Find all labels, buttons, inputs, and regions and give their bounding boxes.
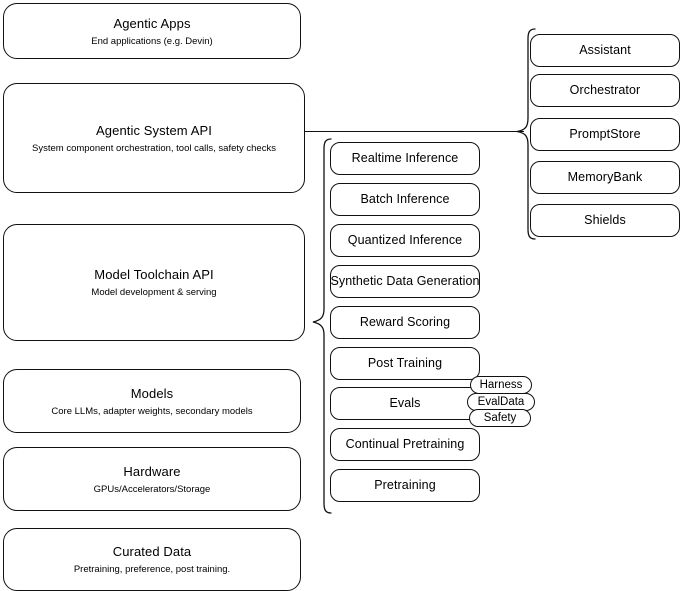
node-quantized-inference[interactable]: Quantized Inference — [330, 224, 480, 257]
node-agentic-apps[interactable]: Agentic Apps End applications (e.g. Devi… — [3, 3, 301, 59]
node-subtitle: GPUs/Accelerators/Storage — [93, 483, 211, 495]
node-subtitle: Core LLMs, adapter weights, secondary mo… — [51, 405, 253, 417]
connector-system-api-to-right-column — [305, 131, 524, 132]
node-subtitle: Pretraining, preference, post training. — [73, 564, 231, 575]
brace-model-toolchain — [312, 138, 332, 514]
node-curated-data[interactable]: Curated Data Pretraining, preference, po… — [3, 528, 301, 591]
node-title: Assistant — [579, 43, 631, 57]
node-title: Hardware — [123, 463, 181, 479]
node-title: Agentic Apps — [113, 15, 191, 31]
pill-safety[interactable]: Safety — [469, 409, 531, 427]
node-title: Continual Pretraining — [345, 437, 465, 451]
node-title: Model Toolchain API — [94, 267, 214, 282]
node-continual-pretraining[interactable]: Continual Pretraining — [330, 428, 480, 461]
node-reward-scoring[interactable]: Reward Scoring — [330, 306, 480, 339]
node-memorybank[interactable]: MemoryBank — [530, 161, 680, 194]
node-title: MemoryBank — [567, 170, 643, 184]
node-title: Models — [130, 385, 174, 401]
pill-harness[interactable]: Harness — [470, 376, 532, 394]
node-subtitle: System component orchestration, tool cal… — [32, 142, 276, 154]
brace-agentic-system-components — [516, 28, 536, 240]
node-shields[interactable]: Shields — [530, 204, 680, 237]
node-assistant[interactable]: Assistant — [530, 34, 680, 67]
node-title: Post Training — [367, 356, 443, 370]
node-title: Evals — [389, 396, 421, 410]
node-title: Shields — [584, 213, 626, 227]
node-title: Reward Scoring — [359, 315, 451, 329]
node-title: Agentic System API — [96, 122, 212, 138]
node-synthetic-data-generation[interactable]: Synthetic Data Generation — [330, 265, 480, 298]
node-title: Pretraining — [374, 478, 436, 492]
node-title: Synthetic Data Generation — [330, 274, 480, 288]
node-pretraining[interactable]: Pretraining — [330, 469, 480, 502]
node-promptstore[interactable]: PromptStore — [530, 118, 680, 151]
node-title: Realtime Inference — [351, 151, 459, 165]
node-models[interactable]: Models Core LLMs, adapter weights, secon… — [3, 369, 301, 433]
node-evals[interactable]: Evals — [330, 387, 480, 420]
node-title: Batch Inference — [360, 192, 450, 206]
node-title: Quantized Inference — [347, 233, 463, 247]
node-agentic-system-api[interactable]: Agentic System API System component orch… — [3, 83, 305, 193]
node-hardware[interactable]: Hardware GPUs/Accelerators/Storage — [3, 447, 301, 511]
node-subtitle: Model development & serving — [91, 287, 217, 298]
node-post-training[interactable]: Post Training — [330, 347, 480, 380]
node-model-toolchain-api[interactable]: Model Toolchain API Model development & … — [3, 224, 305, 341]
node-orchestrator[interactable]: Orchestrator — [530, 74, 680, 107]
node-title: Curated Data — [112, 544, 192, 559]
pill-evaldata[interactable]: EvalData — [467, 393, 535, 411]
node-subtitle: End applications (e.g. Devin) — [91, 35, 213, 47]
node-title: Orchestrator — [569, 83, 641, 97]
node-title: PromptStore — [569, 127, 641, 141]
node-realtime-inference[interactable]: Realtime Inference — [330, 142, 480, 175]
node-batch-inference[interactable]: Batch Inference — [330, 183, 480, 216]
